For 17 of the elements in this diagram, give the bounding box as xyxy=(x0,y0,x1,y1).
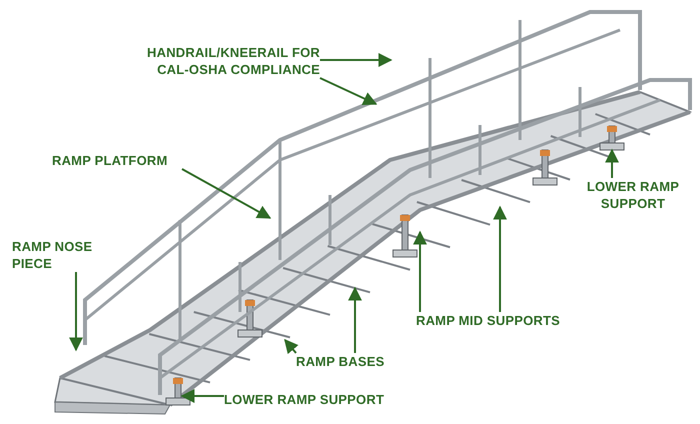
callout-label: RAMP PLATFORM xyxy=(52,152,182,169)
leader-line xyxy=(320,53,392,67)
leader-line xyxy=(284,338,298,354)
callout-label: RAMP NOSE PIECE xyxy=(12,238,108,272)
callout-label: RAMP BASES xyxy=(296,353,396,370)
leader-line xyxy=(348,286,362,353)
leader-line xyxy=(493,206,507,312)
leader-line xyxy=(605,148,619,178)
leader-line xyxy=(320,77,378,106)
callout-label: HANDRAIL/KNEERAIL FOR CAL-OSHA COMPLIANCE xyxy=(130,44,320,78)
leader-line xyxy=(413,230,427,312)
callout-label: LOWER RAMP SUPPORT xyxy=(586,178,680,212)
callout-label: RAMP MID SUPPORTS xyxy=(416,312,566,329)
leader-line xyxy=(180,389,224,403)
leader-line xyxy=(182,168,272,219)
callout-label: LOWER RAMP SUPPORT xyxy=(224,391,394,408)
leader-line xyxy=(69,272,83,352)
